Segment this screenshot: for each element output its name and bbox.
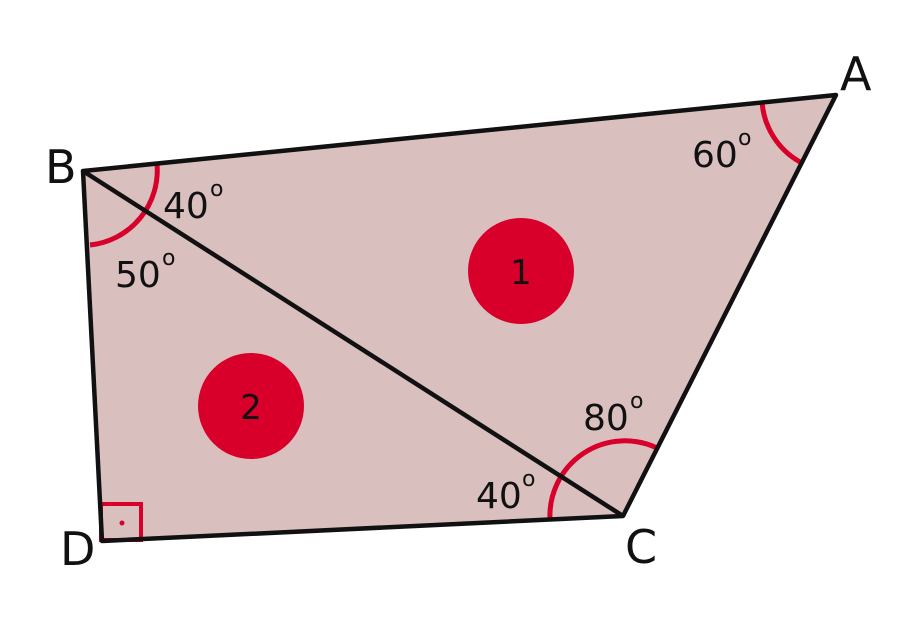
vertex-d-label: D [60, 522, 95, 576]
vertex-b-label: B [45, 140, 77, 194]
angle-c-lower-degree: o [522, 467, 535, 492]
angle-b-lower-value: 50 [115, 255, 161, 296]
region-1-label: 1 [510, 253, 532, 293]
angle-c-upper-value: 80 [583, 398, 629, 439]
angle-c-upper-degree: o [630, 389, 643, 414]
vertex-a-label: A [840, 47, 872, 101]
angle-arc-c [547, 438, 659, 520]
angle-a-value: 60 [692, 135, 738, 176]
angle-c-lower-value: 40 [476, 476, 522, 517]
right-angle-dot [119, 520, 125, 526]
vertex-c-label: C [625, 520, 657, 574]
angle-b-upper-value: 40 [163, 186, 209, 227]
angle-b-lower-degree: o [162, 246, 175, 271]
region-2-marker [198, 353, 304, 459]
region-2-label: 2 [240, 388, 262, 428]
diagonal-bc [81, 169, 625, 518]
angle-arc-a [759, 100, 802, 165]
region-1-marker [468, 218, 574, 324]
angle-a-degree: o [738, 126, 751, 151]
angle-arc-b [89, 163, 160, 248]
angle-b-upper-degree: o [210, 177, 223, 202]
